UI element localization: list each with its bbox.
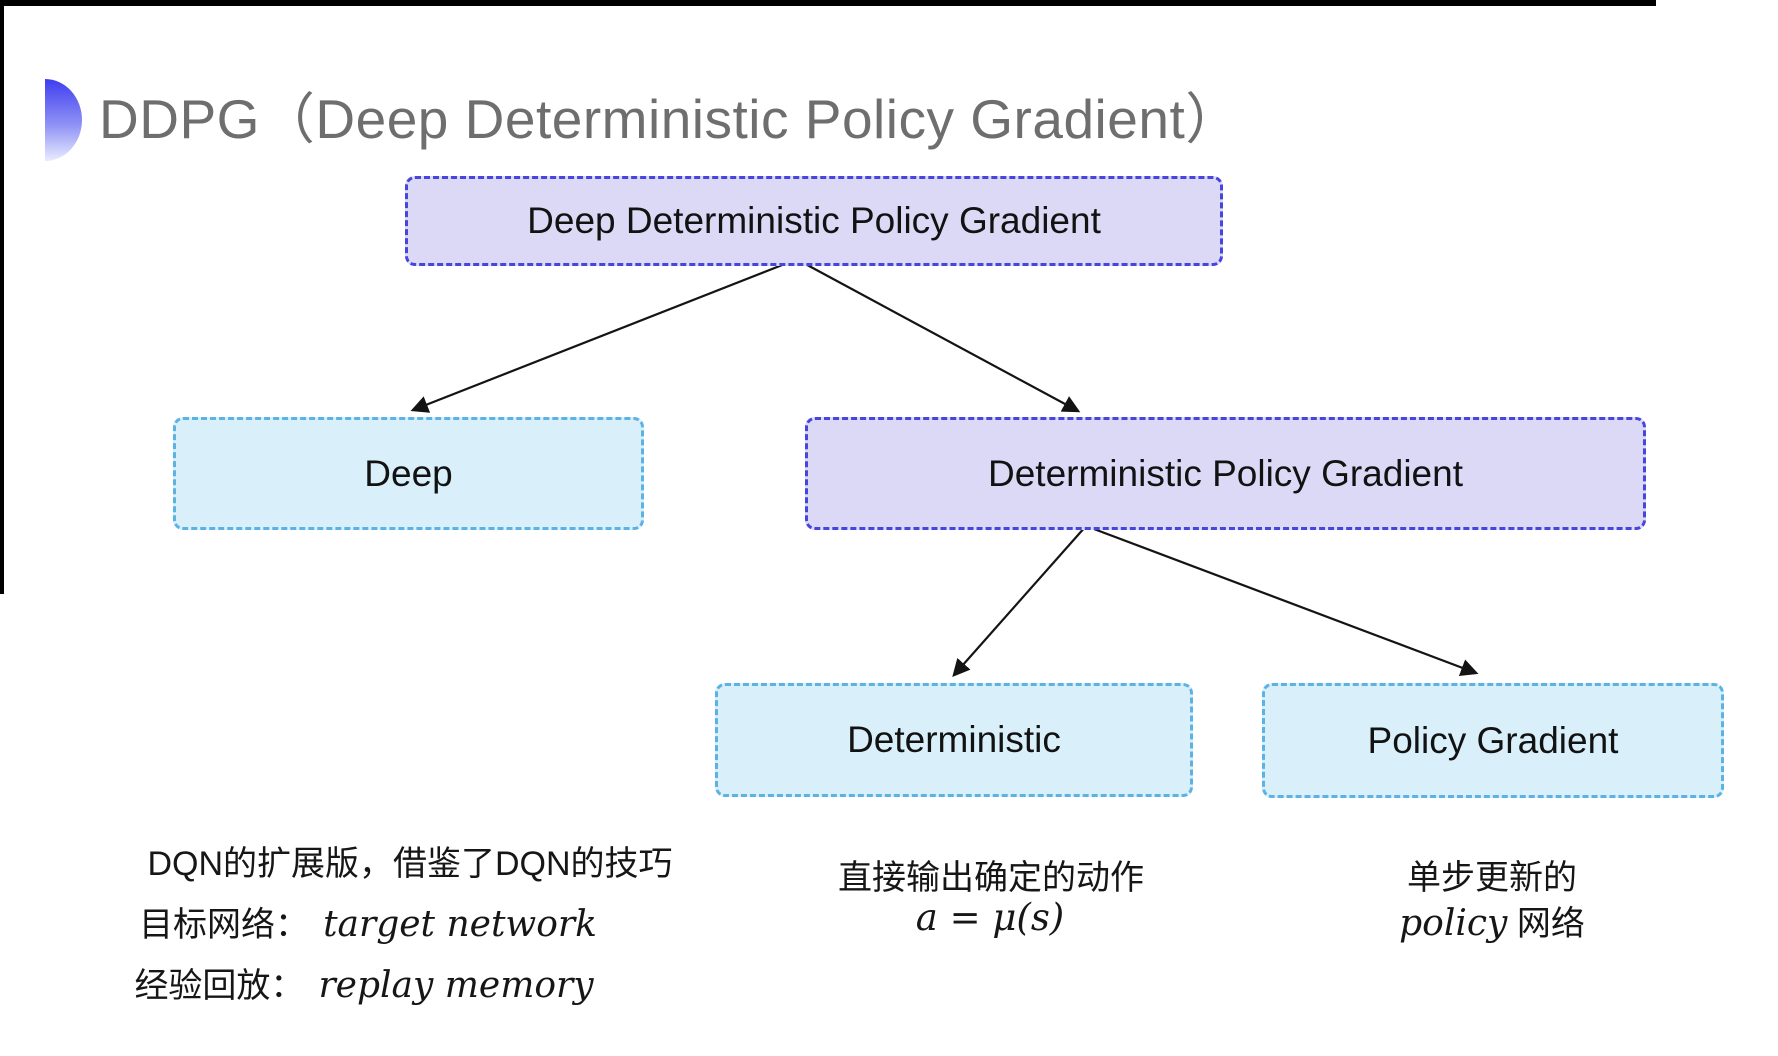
arrow-root-to-deep (410, 258, 796, 413)
node-label: Deep (364, 452, 453, 494)
note-single-step-update: 单步更新的 (1407, 859, 1577, 897)
node-label: Deterministic Policy Gradient (988, 452, 1463, 494)
node-deterministic-policy-gradient: Deterministic Policy Gradient (805, 417, 1646, 530)
node-label: Deep Deterministic Policy Gradient (527, 200, 1101, 241)
note-formula-a-mu-s: a = μ(s) (915, 896, 1065, 939)
node-label: Deterministic (847, 719, 1061, 760)
note-replay-value: replay memory (318, 965, 594, 1006)
note-policy-network: policy 网络 (1142, 896, 1778, 945)
note-replay-label: 经验回放： (134, 967, 305, 1005)
note-target-label: 目标网络： (139, 906, 310, 944)
node-policy-gradient: Policy Gradient (1262, 683, 1724, 798)
note-policy-rest: 网络 (1507, 905, 1585, 943)
node-deterministic: Deterministic (715, 683, 1193, 797)
node-deep: Deep (173, 417, 644, 530)
page-title: DDPG（Deep Deterministic Policy Gradient） (99, 88, 1241, 150)
note-target-value: target network (323, 904, 597, 945)
note-dqn-extension: DQN的扩展版，借鉴了DQN的技巧 (147, 845, 673, 883)
half-circle-bullet-icon (45, 79, 82, 161)
arrow-dpg-to-deterministic (952, 525, 1087, 677)
arrow-dpg-to-policy-gradient (1085, 524, 1479, 676)
video-frame-top-line (0, 0, 1656, 6)
arrow-root-to-dpg (797, 259, 1081, 413)
node-label: Policy Gradient (1367, 719, 1619, 761)
node-deep-deterministic-policy-gradient: Deep Deterministic Policy Gradient (405, 176, 1223, 266)
note-deterministic-action: 直接输出确定的动作 (838, 859, 1144, 897)
video-frame-left-line (0, 0, 4, 594)
note-target-network: 目标网络： target network (18, 897, 718, 946)
note-replay-memory: 经验回放： replay memory (14, 958, 714, 1007)
note-policy-italic: policy (1399, 903, 1508, 944)
